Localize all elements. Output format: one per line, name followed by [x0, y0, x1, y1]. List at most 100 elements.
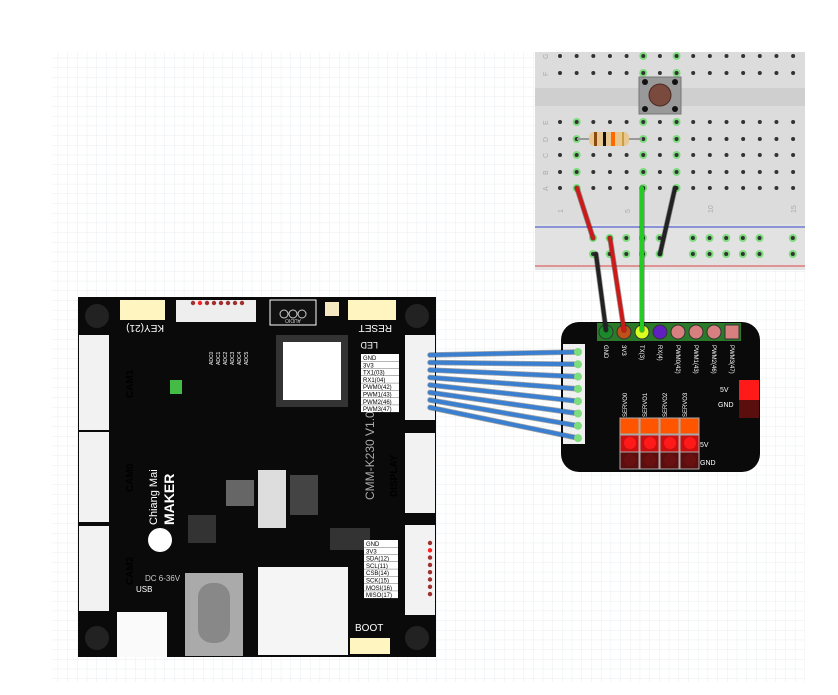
bus-wire[interactable] — [428, 398, 580, 428]
breadboard-hole[interactable] — [774, 120, 779, 124]
breadboard-hole[interactable] — [707, 186, 712, 190]
breadboard-hole[interactable] — [707, 153, 712, 157]
usb-c-port[interactable] — [117, 612, 167, 657]
breadboard-hole[interactable] — [607, 54, 612, 58]
breadboard-hole[interactable] — [741, 137, 746, 141]
breadboard-hole[interactable] — [724, 54, 729, 58]
breadboard-hole[interactable] — [757, 54, 762, 58]
breadboard-hole[interactable] — [741, 153, 746, 157]
rail-hole[interactable] — [724, 236, 729, 240]
breadboard-hole[interactable] — [657, 137, 662, 141]
servo-signal-pin[interactable] — [659, 417, 680, 435]
header-pin[interactable] — [724, 324, 740, 340]
servo-signal-pin[interactable] — [619, 417, 640, 435]
breadboard-hole[interactable] — [591, 71, 596, 75]
breadboard-hole[interactable] — [591, 153, 596, 157]
header-pin[interactable] — [706, 324, 722, 340]
breadboard-hole[interactable] — [724, 137, 729, 141]
rail-hole[interactable] — [657, 236, 662, 240]
header-pin[interactable] — [670, 324, 686, 340]
breadboard-hole[interactable] — [707, 137, 712, 141]
breadboard-hole[interactable] — [657, 153, 662, 157]
breadboard-hole[interactable] — [707, 120, 712, 124]
breadboard-hole[interactable] — [774, 137, 779, 141]
breadboard-hole[interactable] — [574, 71, 579, 75]
breadboard-hole[interactable] — [558, 153, 562, 157]
breadboard-hole[interactable] — [707, 71, 712, 75]
breadboard-hole[interactable] — [558, 137, 562, 141]
breadboard-hole[interactable] — [741, 54, 746, 58]
breadboard-hole[interactable] — [724, 186, 729, 190]
breadboard-hole[interactable] — [657, 54, 662, 58]
breadboard-hole[interactable] — [657, 186, 662, 190]
resistor[interactable] — [577, 132, 642, 146]
breadboard-hole[interactable] — [624, 54, 629, 58]
breadboard-hole[interactable] — [774, 153, 779, 157]
breadboard-hole[interactable] — [674, 170, 679, 174]
breadboard-hole[interactable] — [741, 120, 746, 124]
breadboard-hole[interactable] — [641, 137, 646, 141]
rail-hole[interactable] — [707, 236, 712, 240]
breadboard-hole[interactable] — [574, 54, 579, 58]
breadboard-hole[interactable] — [791, 120, 796, 124]
breadboard-hole[interactable] — [607, 120, 612, 124]
breadboard-hole[interactable] — [607, 153, 612, 157]
breadboard-hole[interactable] — [757, 137, 762, 141]
breadboard-hole[interactable] — [641, 170, 646, 174]
rail-hole[interactable] — [790, 236, 795, 240]
breadboard-hole[interactable] — [741, 71, 746, 75]
rail-hole[interactable] — [757, 236, 762, 240]
bus-wire[interactable] — [428, 375, 580, 391]
breadboard-hole[interactable] — [791, 137, 796, 141]
rail-hole[interactable] — [724, 252, 729, 256]
breadboard-hole[interactable] — [641, 71, 646, 75]
breadboard-hole[interactable] — [691, 71, 696, 75]
rail-hole[interactable] — [790, 252, 795, 256]
breadboard-hole[interactable] — [558, 120, 562, 124]
breadboard-hole[interactable] — [674, 54, 679, 58]
breadboard-hole[interactable] — [674, 137, 679, 141]
breadboard-hole[interactable] — [724, 71, 729, 75]
breadboard-hole[interactable] — [641, 153, 646, 157]
breadboard-hole[interactable] — [624, 170, 629, 174]
breadboard-hole[interactable] — [558, 170, 562, 174]
breadboard-hole[interactable] — [624, 71, 629, 75]
servo-signal-pin[interactable] — [639, 417, 660, 435]
bus-wire[interactable] — [428, 405, 580, 441]
bus-wire[interactable] — [428, 390, 580, 416]
servo-signal-pin[interactable] — [679, 417, 700, 435]
breadboard-hole[interactable] — [641, 54, 646, 58]
breadboard-hole[interactable] — [791, 153, 796, 157]
breadboard-hole[interactable] — [791, 186, 796, 190]
breadboard-hole[interactable] — [641, 120, 646, 124]
rail-hole[interactable] — [690, 236, 695, 240]
breadboard-hole[interactable] — [591, 186, 596, 190]
breadboard-hole[interactable] — [741, 170, 746, 174]
rail-hole[interactable] — [757, 252, 762, 256]
breadboard-hole[interactable] — [724, 170, 729, 174]
power-wire-3v3[interactable] — [608, 236, 626, 332]
header-pin[interactable] — [688, 324, 704, 340]
breadboard-hole[interactable] — [574, 153, 579, 157]
breadboard-hole[interactable] — [607, 170, 612, 174]
bus-wire[interactable] — [428, 350, 580, 357]
ground-wire-breadboard[interactable] — [658, 186, 677, 256]
ground-wire-module[interactable] — [594, 252, 608, 332]
breadboard-hole[interactable] — [591, 170, 596, 174]
breadboard-hole[interactable] — [774, 186, 779, 190]
rail-hole[interactable] — [740, 236, 745, 240]
breadboard-hole[interactable] — [774, 71, 779, 75]
breadboard-hole[interactable] — [624, 120, 629, 124]
breadboard-hole[interactable] — [691, 137, 696, 141]
breadboard-hole[interactable] — [624, 153, 629, 157]
bus-wire[interactable] — [428, 360, 580, 367]
power-wire-breadboard[interactable] — [575, 186, 595, 240]
reset-button[interactable] — [348, 300, 396, 320]
breadboard-hole[interactable] — [558, 71, 562, 75]
breadboard-hole[interactable] — [791, 170, 796, 174]
breadboard-hole[interactable] — [691, 153, 696, 157]
breadboard-hole[interactable] — [674, 153, 679, 157]
breadboard-hole[interactable] — [674, 71, 679, 75]
cmm-k230-board[interactable]: AUDIO KEY(21) RESET LED CAM1 CAM0 CAM2 D… — [78, 297, 436, 657]
breadboard-hole[interactable] — [657, 170, 662, 174]
